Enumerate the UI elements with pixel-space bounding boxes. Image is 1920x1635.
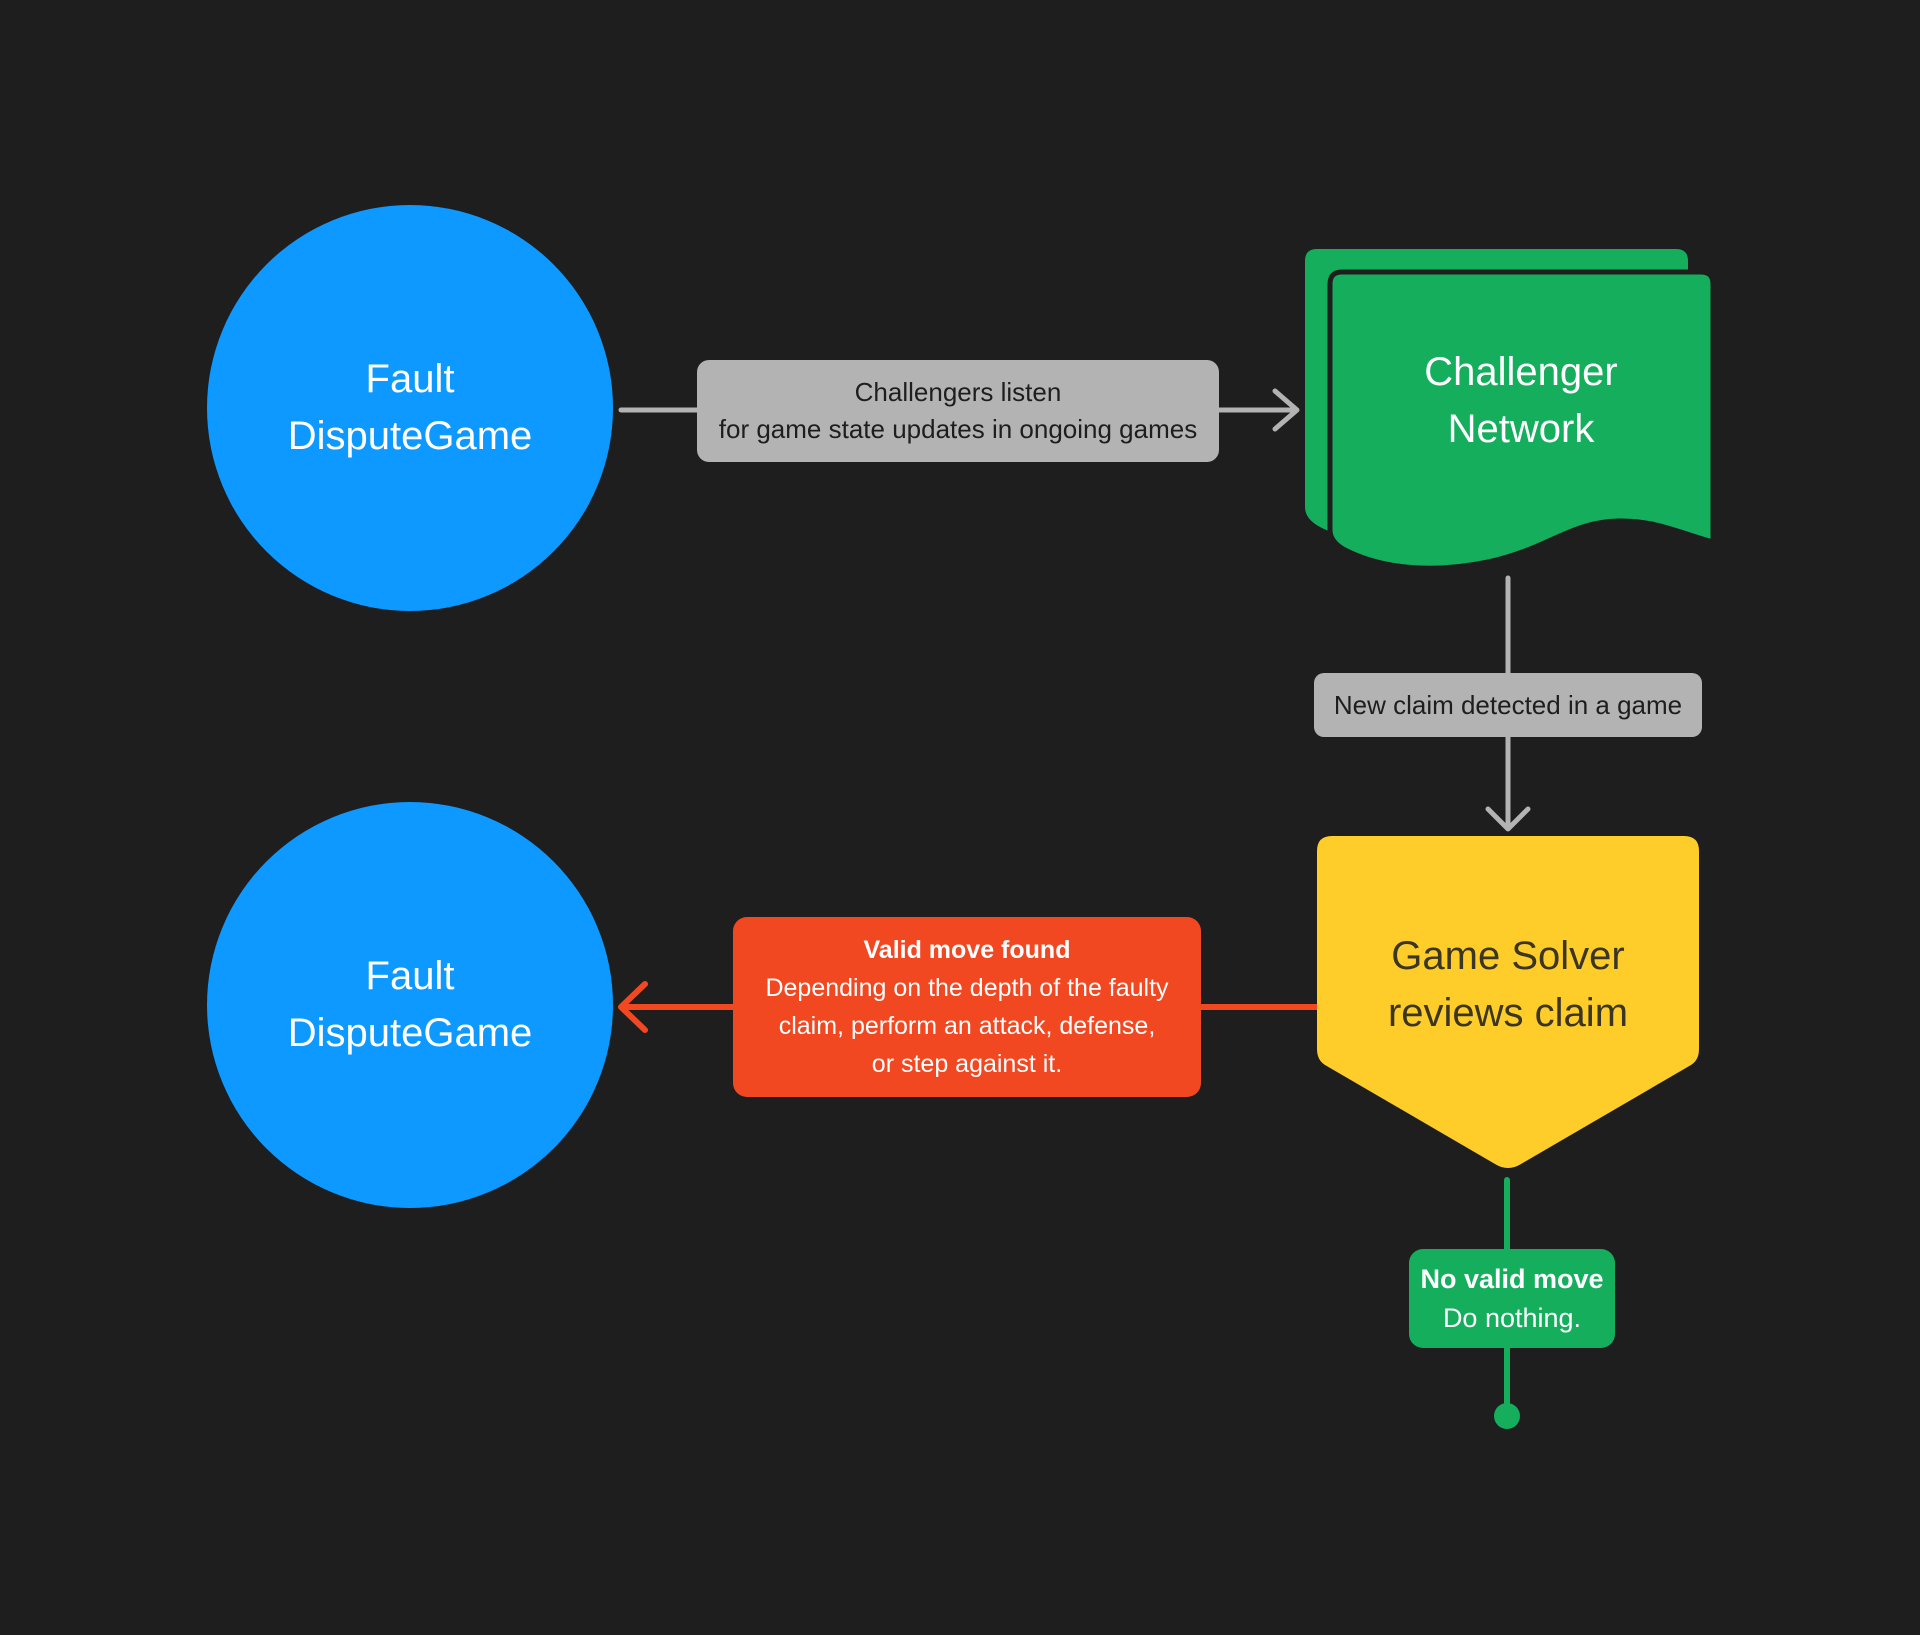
node-title-line2: DisputeGame xyxy=(287,1011,533,1055)
no-valid-move-line1: Do nothing. xyxy=(1442,1302,1582,1333)
listen-edge-label: Challengers listen for game state update… xyxy=(697,360,1219,462)
arrowhead-right-icon xyxy=(1272,388,1300,432)
fault-dispute-game-node-bottom: Fault DisputeGame xyxy=(207,802,613,1208)
node-title-line1: Game Solver xyxy=(1391,934,1625,978)
arrowhead-down-icon xyxy=(1485,806,1531,832)
listen-label-line1: Challengers listen xyxy=(854,377,1062,407)
node-title-line2: Network xyxy=(1447,407,1595,451)
valid-move-line1: Depending on the depth of the faulty xyxy=(765,974,1169,1002)
terminal-dot xyxy=(1494,1403,1520,1429)
node-title-line1: Fault xyxy=(365,357,455,401)
document-front-shape xyxy=(1327,269,1716,571)
fault-dispute-game-node-top: Fault DisputeGame xyxy=(207,205,613,611)
no-valid-move-callout: No valid move Do nothing. xyxy=(1409,1249,1615,1348)
new-claim-edge-label: New claim detected in a game xyxy=(1314,673,1702,737)
new-claim-label-text: New claim detected in a game xyxy=(1333,689,1683,720)
game-solver-title: Game Solver reviews claim xyxy=(1317,928,1699,1042)
arrowhead-left-icon xyxy=(618,981,648,1033)
node-title-line2: DisputeGame xyxy=(287,414,533,458)
no-valid-move-title: No valid move xyxy=(1420,1263,1604,1294)
valid-move-line2: claim, perform an attack, defense, xyxy=(778,1012,1156,1040)
listen-label-line2: for game state updates in ongoing games xyxy=(718,414,1198,444)
challenger-network-shape xyxy=(1305,249,1716,571)
node-title-line2: reviews claim xyxy=(1387,991,1629,1035)
node-title: Fault DisputeGame xyxy=(288,948,533,1062)
node-title: Fault DisputeGame xyxy=(288,351,533,465)
game-solver-shape xyxy=(1317,836,1699,1168)
challenger-network-title: Challenger Network xyxy=(1329,344,1713,458)
node-title-line1: Challenger xyxy=(1424,350,1618,394)
valid-move-title: Valid move found xyxy=(863,936,1071,964)
valid-move-line3: or step against it. xyxy=(871,1050,1063,1078)
valid-move-callout: Valid move found Depending on the depth … xyxy=(733,917,1201,1097)
node-title-line1: Fault xyxy=(365,954,455,998)
